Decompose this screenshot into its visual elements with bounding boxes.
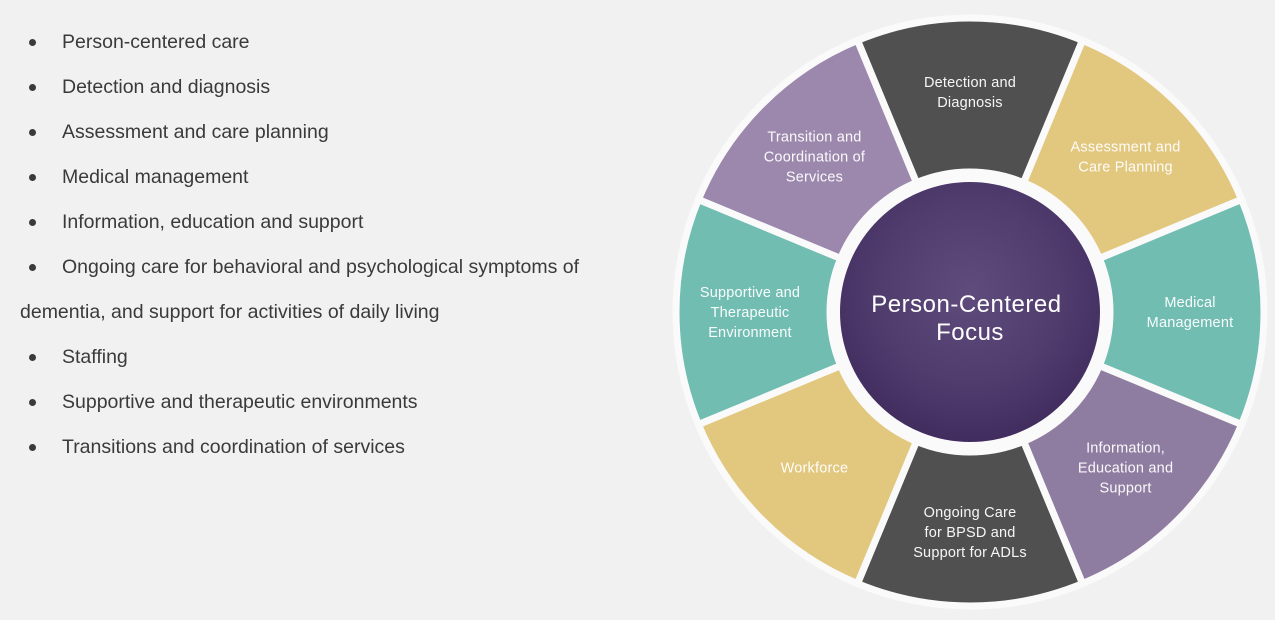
list-item: Person-centered care (20, 20, 634, 65)
list-item: Detection and diagnosis (20, 65, 634, 110)
wheel-center-circle (832, 174, 1108, 450)
wheel-segment (853, 14, 1087, 187)
wheel-segment (853, 437, 1087, 610)
list-item: Assessment and care planning (20, 110, 634, 155)
wheel-segment (1020, 362, 1246, 588)
wheel-center-label-line2: Focus (936, 319, 1004, 346)
wheel-segment (694, 362, 920, 588)
wheel-center-label: Person-Centered Focus (871, 291, 1068, 346)
wheel-segments (672, 14, 1268, 610)
list-item: Staffing (20, 335, 634, 380)
wheel-segment (1020, 36, 1246, 262)
wheel-segment (672, 195, 845, 429)
wheel-segment (1095, 195, 1268, 429)
list-item: Information, education and support (20, 200, 634, 245)
list-item: Transitions and coordination of services (20, 425, 634, 470)
wheel-segment-label: Workforce (781, 461, 849, 477)
list-item: Supportive and therapeutic environments (20, 380, 634, 425)
list-item: Ongoing care for behavioral and psycholo… (20, 245, 634, 335)
wheel-segment (694, 36, 920, 262)
list-item: Medical management (20, 155, 634, 200)
wheel-center-label-line1: Person-Centered (871, 291, 1061, 318)
